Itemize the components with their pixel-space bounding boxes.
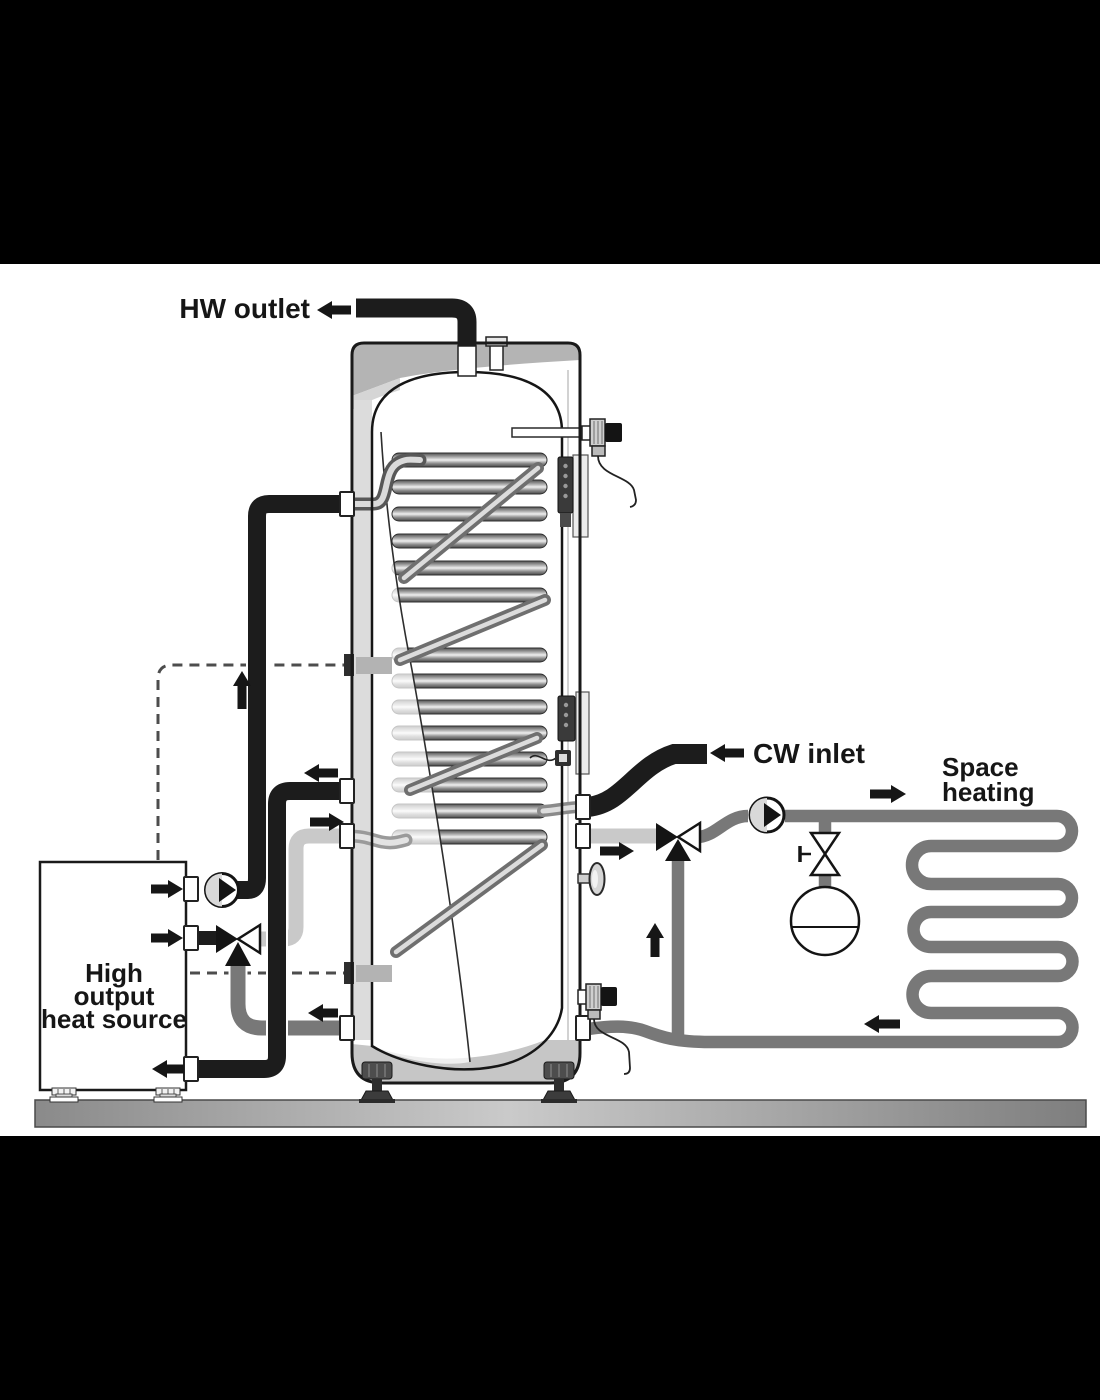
flow-arrow-hw-outlet — [317, 301, 351, 319]
drain-valve-icon — [577, 983, 631, 1075]
expansion-vessel-icon — [789, 885, 861, 957]
heat-source-mixing-valve-icon — [216, 922, 262, 966]
space-heating-pump-icon — [748, 796, 786, 834]
flow-arrow-box-mid — [151, 929, 183, 947]
flow-arrow-riser-right-up — [646, 923, 664, 957]
flow-arrow-sh-flow — [870, 785, 906, 803]
cw-inlet-label: CW inlet — [753, 738, 865, 769]
svg-text:Space: Space — [942, 752, 1019, 782]
sensor-pocket — [344, 654, 392, 984]
space-heating-label: Space heating — [942, 752, 1034, 807]
sensor-cable-dashed — [156, 663, 348, 975]
hw-outlet-pipe — [356, 298, 477, 346]
relief-valve-icon — [581, 418, 637, 508]
heat-source-pump-icon — [204, 872, 240, 908]
isolation-valve-icon — [798, 831, 842, 877]
hw-outlet-label: HW outlet — [179, 293, 310, 324]
casing-top-cap — [352, 343, 580, 396]
cylinder-foot — [359, 1061, 577, 1103]
thermostat-panel-upper — [557, 454, 589, 538]
heat-source-label-line2: output — [74, 981, 155, 1011]
flow-arrow-return-left — [308, 1004, 338, 1022]
pipe-flange — [183, 491, 591, 1082]
hw-outlet-stub — [457, 345, 477, 377]
relief-valve-probe — [511, 427, 591, 438]
flow-arrow-riser-up — [233, 671, 251, 709]
coil-connectors — [341, 453, 586, 850]
flow-arrow-box-flow — [151, 880, 183, 898]
thermal-store-cylinder — [341, 336, 591, 1085]
heat-source-label-line3: heat source — [41, 1004, 187, 1034]
heat-source-label-line1: High — [85, 958, 143, 988]
coil-crossovers — [390, 462, 551, 958]
thermometer-icon — [577, 862, 606, 896]
flow-arrow-cw-inlet — [710, 744, 744, 762]
flow-arrow-blend-in-left — [310, 813, 344, 831]
bottom-letterbox — [0, 1136, 1100, 1400]
flow-arrow-box-return — [152, 1060, 184, 1078]
space-heating-mixing-valve-icon — [656, 820, 702, 861]
top-letterbox — [0, 0, 1100, 264]
svg-text:heating: heating — [942, 777, 1034, 807]
flow-arrows — [151, 301, 906, 1078]
cw-inlet-pipe — [586, 744, 707, 817]
flow-arrow-tank-out-left — [304, 764, 338, 782]
flow-arrow-blend-out-right — [600, 842, 634, 860]
heat-source-unit: High output heat source — [38, 860, 188, 1103]
floor-slab — [34, 1099, 1087, 1128]
heat-source-foot — [49, 1087, 183, 1103]
flow-arrow-sh-return — [864, 1015, 900, 1033]
